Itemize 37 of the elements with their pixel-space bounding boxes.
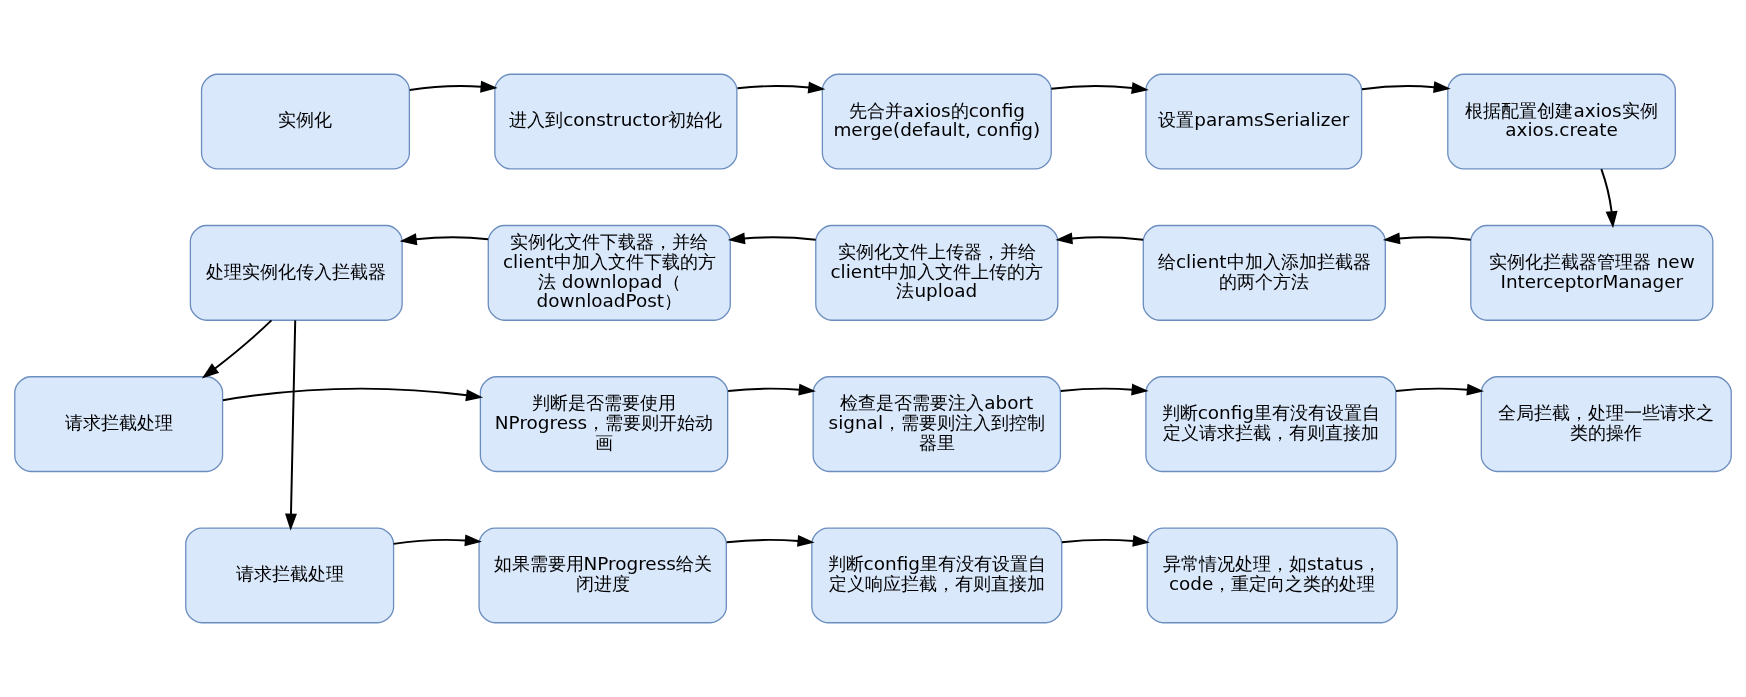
arrow [399, 233, 490, 246]
node-box: 检查是否需要注入abort signal，需要则注入到控制器里 [812, 376, 1062, 473]
node-box: 处理实例化传入拦截器 [189, 224, 403, 321]
node-box: 进入到constructor初始化 [494, 73, 738, 170]
arrow [1382, 232, 1472, 245]
node-box: 先合并axios的config merge(default, config) [821, 73, 1052, 170]
arrow [1600, 168, 1618, 229]
arrow [725, 534, 815, 547]
arrow [1395, 383, 1484, 396]
arrow [392, 534, 482, 547]
arrow [1361, 81, 1451, 94]
node-box: 如果需要用NProgress给关闭进度 [478, 527, 727, 624]
node-box: 判断config里有没有设置自定义请求拦截，有则直接加 [1145, 376, 1397, 473]
node-box: 判断config里有没有设置自定义响应拦截，有则直接加 [811, 527, 1063, 624]
arrow [1060, 534, 1150, 547]
node-box: 请求拦截处理 [14, 376, 224, 473]
arrow [1050, 82, 1149, 94]
arrow [221, 387, 484, 402]
node-box: 根据配置创建axios实例 axios.create [1447, 73, 1676, 170]
node-box: 设置paramsSerializer [1145, 73, 1363, 170]
arrow [727, 232, 817, 245]
node-box: 请求拦截处理 [185, 527, 395, 624]
node-box: 实例化文件下载器，并给client中加入文件下载的方法 downlopad（downloadPost） [487, 224, 731, 321]
arrow [1059, 383, 1149, 396]
node-box: 判断是否需要使用NProgress，需要则开始动画 [479, 376, 729, 473]
arrow [727, 383, 816, 396]
arrow [408, 80, 498, 93]
arrow [285, 319, 297, 531]
node-box: 实例化文件上传器，并给client中加入文件上传的方法upload [815, 224, 1059, 321]
node-box: 全局拦截，处理一些请求之类的操作 [1480, 376, 1732, 473]
node-box: 给client中加入添加拦截器的两个方法 [1142, 224, 1386, 321]
arrow [736, 81, 826, 94]
node-box: 异常情况处理，如status，code，重定向之类的处理 [1146, 527, 1398, 624]
arrow [1055, 232, 1145, 245]
arrow [201, 319, 273, 379]
node-box: 实例化 [200, 73, 411, 170]
node-box: 实例化拦截器管理器 new InterceptorManager [1470, 224, 1714, 321]
